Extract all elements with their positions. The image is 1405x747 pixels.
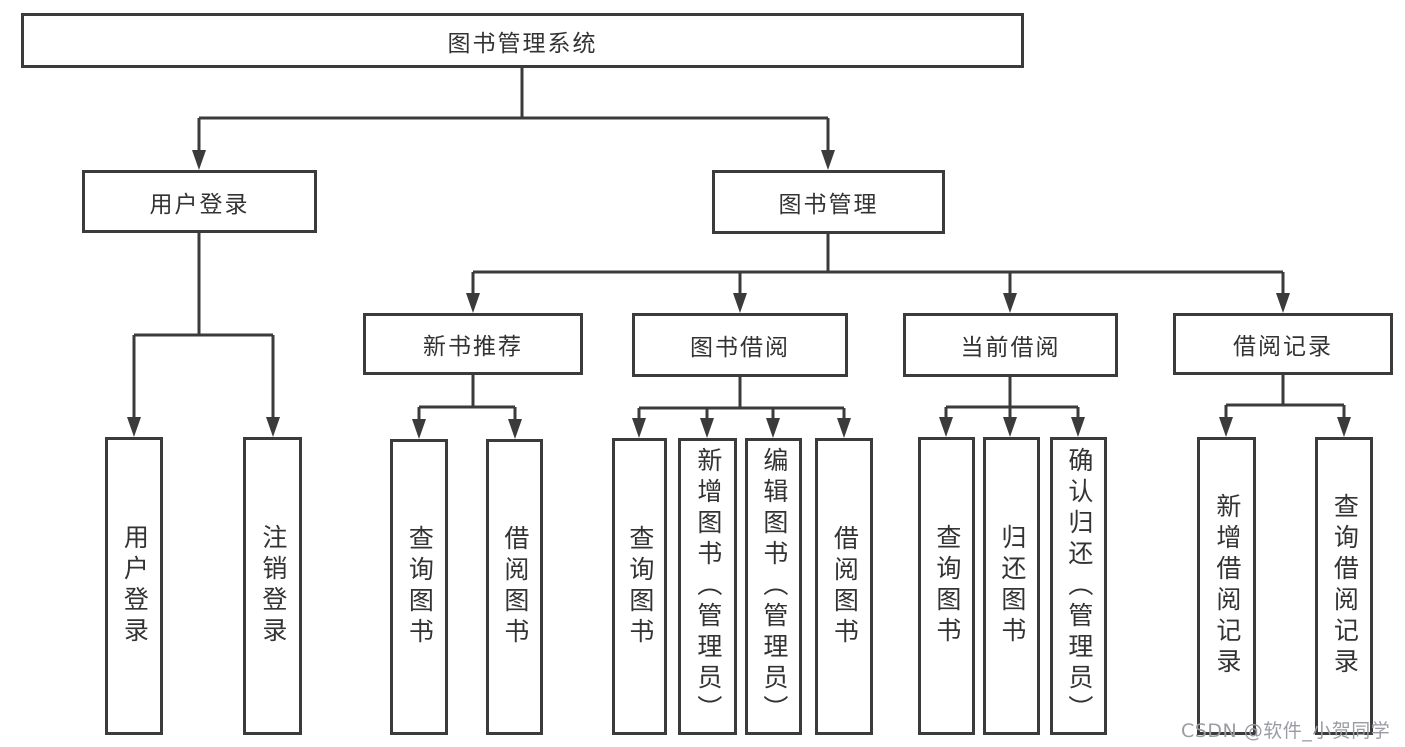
node-new-book-recommend: 新书推荐 — [363, 313, 583, 375]
node-book-borrowing: 图书借阅 — [632, 313, 848, 377]
node-book-management: 图书管理 — [712, 170, 945, 234]
node-user-login: 用户登录 — [82, 170, 317, 233]
leaf-user-login: 用户登录 — [105, 437, 163, 735]
leaf-borrowing-add-books-admin: 新增图书（管理员） — [678, 438, 737, 735]
leaf-logout-login: 注销登录 — [243, 437, 302, 735]
node-library-management-system: 图书管理系统 — [21, 13, 1024, 68]
leaf-current-return-books: 归还图书 — [983, 437, 1040, 735]
node-borrow-records: 借阅记录 — [1173, 313, 1393, 375]
leaf-current-confirm-return-admin: 确认归还（管理员） — [1050, 437, 1107, 735]
leaf-records-query-record: 查询借阅记录 — [1315, 437, 1373, 735]
leaf-newbook-query-books: 查询图书 — [390, 439, 448, 735]
leaf-borrowing-borrow-books: 借阅图书 — [815, 438, 873, 735]
leaf-borrowing-query-books: 查询图书 — [612, 438, 667, 735]
leaf-current-query-books: 查询图书 — [918, 437, 975, 735]
leaf-newbook-borrow-books: 借阅图书 — [486, 439, 543, 735]
leaf-records-add-record: 新增借阅记录 — [1197, 437, 1256, 735]
node-current-borrowing: 当前借阅 — [903, 313, 1118, 377]
csdn-watermark: CSDN @软件_小贺同学 — [1181, 720, 1391, 742]
leaf-borrowing-edit-books-admin: 编辑图书（管理员） — [745, 438, 802, 735]
